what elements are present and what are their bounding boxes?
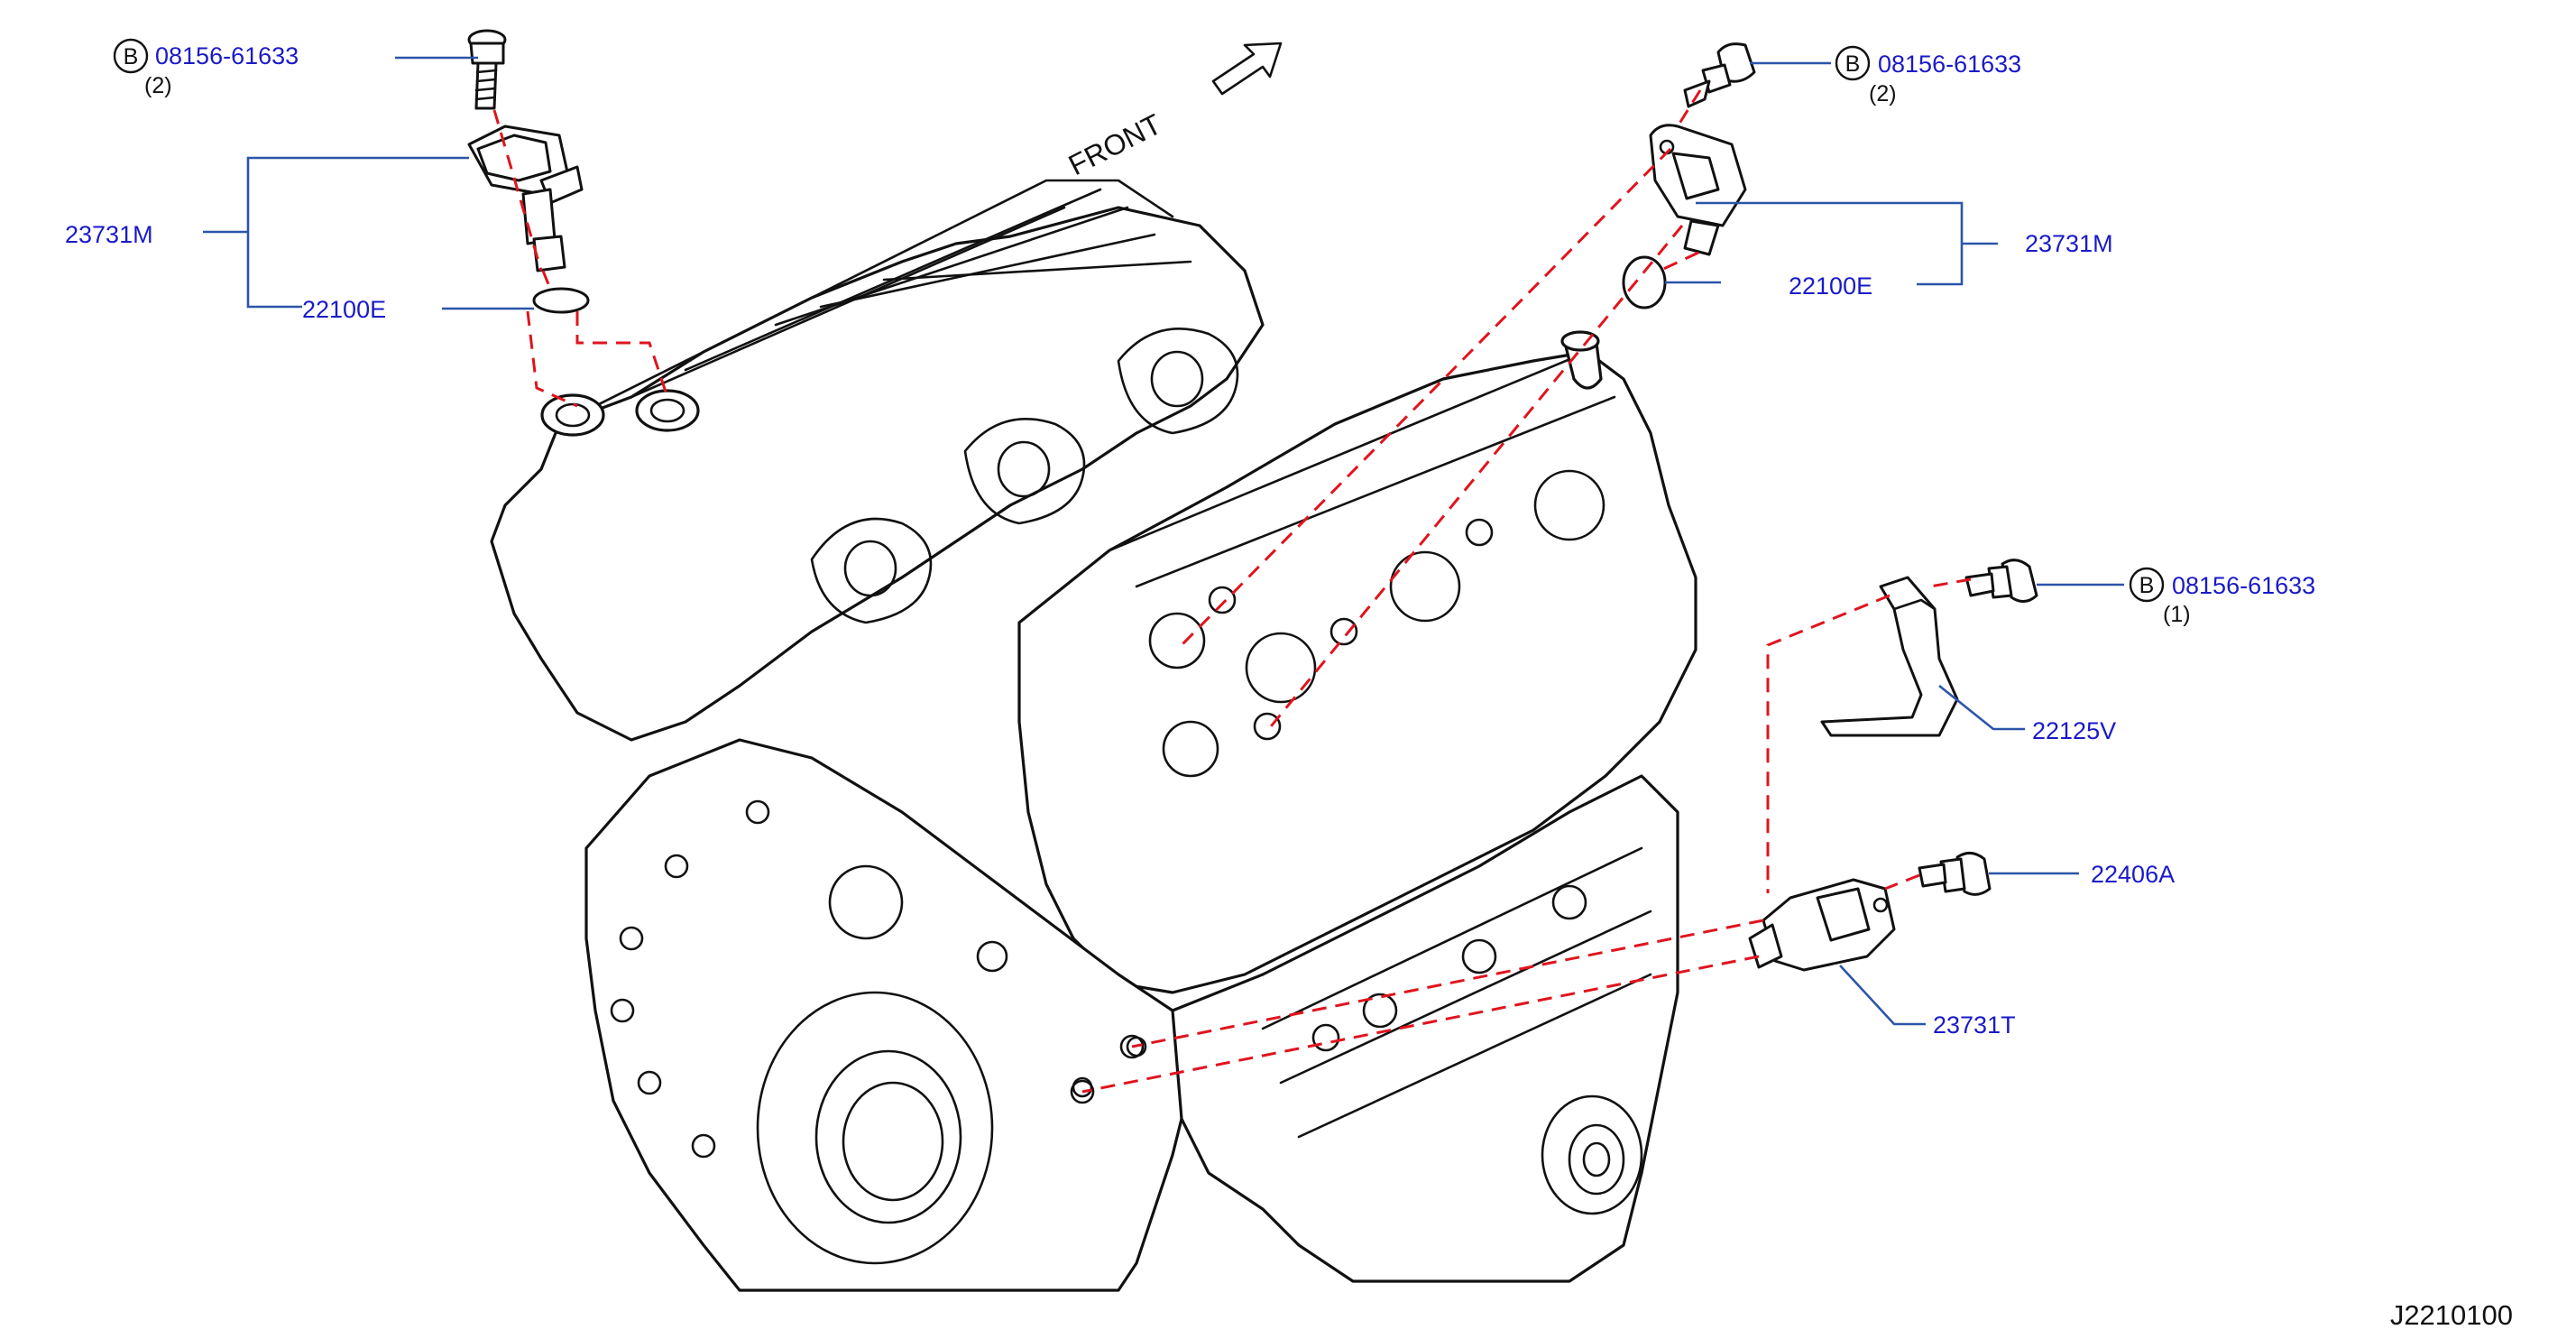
cam-sensor-left-icon: [467, 125, 584, 272]
callout-crank-sensor[interactable]: 23731T: [1933, 1011, 2016, 1039]
part-number[interactable]: 08156-61633: [1878, 51, 2021, 78]
quantity: (1): [2163, 602, 2191, 627]
part-number[interactable]: 08156-61633: [2172, 572, 2315, 599]
callout-bracket[interactable]: 22125V: [2032, 717, 2116, 744]
callout-bolt-bracket[interactable]: B 08156-61633 (1): [2129, 567, 2315, 627]
assembly-lines: [492, 89, 1972, 1094]
cam-sensor-right-icon: [1649, 124, 1747, 256]
leader-lines: [203, 56, 2124, 1026]
front-indicator: FRONT: [1063, 42, 1283, 181]
bolt-bracket-icon: [1964, 559, 2038, 603]
engine-illustration: [490, 179, 1697, 1292]
quantity: (2): [1869, 81, 1897, 106]
front-arrow-icon: [1211, 42, 1283, 96]
callout-cam-sensor-left[interactable]: 23731M: [65, 221, 153, 248]
badge-b-icon: [113, 38, 149, 74]
badge-letter: B: [1845, 51, 1861, 77]
callout-bolt-top-right[interactable]: B 08156-61633 (2): [1835, 45, 2021, 106]
crank-sensor-icon: [1748, 878, 1896, 972]
bolt-crank-icon: [1918, 852, 1992, 896]
callout-oring-right[interactable]: 22100E: [1789, 272, 1872, 300]
callout-bolt-top-left[interactable]: B 08156-61633 (2): [113, 38, 299, 98]
oring-left-icon: [532, 287, 590, 314]
oring-right-icon: [1622, 255, 1667, 309]
callout-cam-sensor-right[interactable]: 23731M: [2025, 230, 2113, 257]
part-number[interactable]: 08156-61633: [155, 42, 299, 69]
badge-b-icon: [1835, 45, 1871, 81]
bolt-top-left-icon: [467, 29, 507, 110]
badge-letter: B: [124, 44, 139, 69]
callout-bolt-crank[interactable]: 22406A: [2091, 861, 2175, 888]
bracket-icon: [1820, 576, 1959, 737]
diagram-id: J2210100: [2390, 1299, 2513, 1331]
quantity: (2): [144, 73, 172, 98]
callout-oring-left[interactable]: 22100E: [302, 296, 386, 323]
front-label: FRONT: [1063, 107, 1167, 181]
badge-letter: B: [2139, 573, 2155, 598]
badge-b-icon: [2129, 567, 2165, 603]
